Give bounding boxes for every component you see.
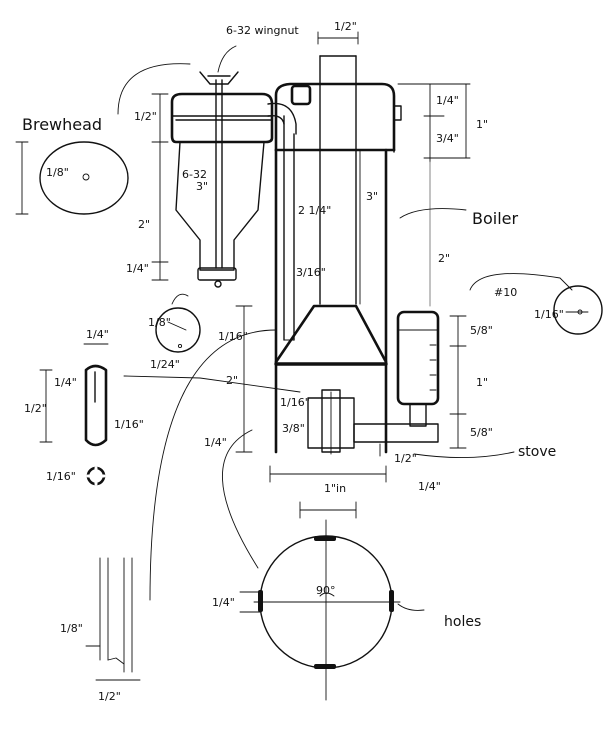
dim-top-quarter: 1/4" [436, 94, 459, 107]
dim-funnel-3-8: 3/8" [282, 422, 305, 435]
dim-tube-half: 1/2" [24, 402, 47, 415]
brewhead [170, 71, 274, 288]
funnel-disc [155, 307, 201, 353]
dim-base-one-inch: 1"in [324, 482, 346, 495]
dim-disc-sixteenth: 1/16" [218, 330, 248, 343]
dim-brewhead-half: 1/2" [134, 110, 157, 123]
dim-tube-sixteenth: 1/16" [114, 418, 144, 431]
label-number10: #10 [494, 286, 517, 299]
label-holes: holes [444, 614, 481, 630]
dim-funnel-1-16: 1/16" [280, 396, 310, 409]
label-screw-length: 3" [196, 180, 208, 193]
tube-piece [84, 364, 108, 486]
stove [396, 310, 440, 427]
label-angle: 90° [316, 584, 336, 597]
dim-big-circle-quarter: 1/4" [212, 596, 235, 609]
dim-right-disc-sixteenth: 1/16" [534, 308, 564, 321]
dim-strip-half: 1/2" [98, 690, 121, 703]
right-disc [553, 285, 603, 335]
dim-strip-eighth: 1/8" [60, 622, 83, 635]
dim-tube-2-25: 2 1/4" [298, 204, 331, 217]
pointer-arrows [117, 45, 573, 611]
dim-disc-eighth: 1/8" [148, 316, 171, 329]
dim-quarter-bottom: 1/4" [418, 480, 441, 493]
boiler-body [267, 55, 439, 457]
dimension-lines [39, 31, 471, 681]
dim-tube-3-16: 3/16" [296, 266, 326, 279]
dim-one-inch-right: 1" [476, 118, 488, 131]
dim-funnel-1-4: 1/4" [204, 436, 227, 449]
labels: Brewhead Boiler stove holes 6-32 wingnut… [22, 20, 564, 703]
label-boiler: Boiler [472, 209, 519, 228]
dim-funnel-two: 2" [226, 374, 238, 387]
dim-three-inch: 3" [366, 190, 378, 203]
dim-three-quarter: 3/4" [436, 132, 459, 145]
dim-top-half: 1/2" [334, 20, 357, 33]
dim-tube-side-quarter: 1/4" [54, 376, 77, 389]
dim-half-small: 1/2" [394, 452, 417, 465]
dim-circle-left: 1/8" [46, 166, 69, 179]
brewhead-disc [15, 141, 129, 215]
strip-piece [99, 557, 133, 673]
dim-tube-top-quarter: 1/4" [86, 328, 109, 341]
dim-disc-twentyfourth: 1/24" [150, 358, 180, 371]
dim-tube-small-sixteenth: 1/16" [46, 470, 76, 483]
dim-one-inch-stove: 1" [476, 376, 488, 389]
label-wingnut: 6-32 wingnut [226, 24, 299, 37]
dim-brewhead-quarter: 1/4" [126, 262, 149, 275]
label-screw: 6-32 [182, 168, 207, 181]
label-stove: stove [518, 444, 556, 460]
big-circle [253, 519, 401, 701]
label-brewhead: Brewhead [22, 115, 102, 134]
dim-five-eighths-top: 5/8" [470, 324, 493, 337]
dim-five-eighths-bottom: 5/8" [470, 426, 493, 439]
dim-brewhead-two: 2" [138, 218, 150, 231]
dim-two-inch-right: 2" [438, 252, 450, 265]
